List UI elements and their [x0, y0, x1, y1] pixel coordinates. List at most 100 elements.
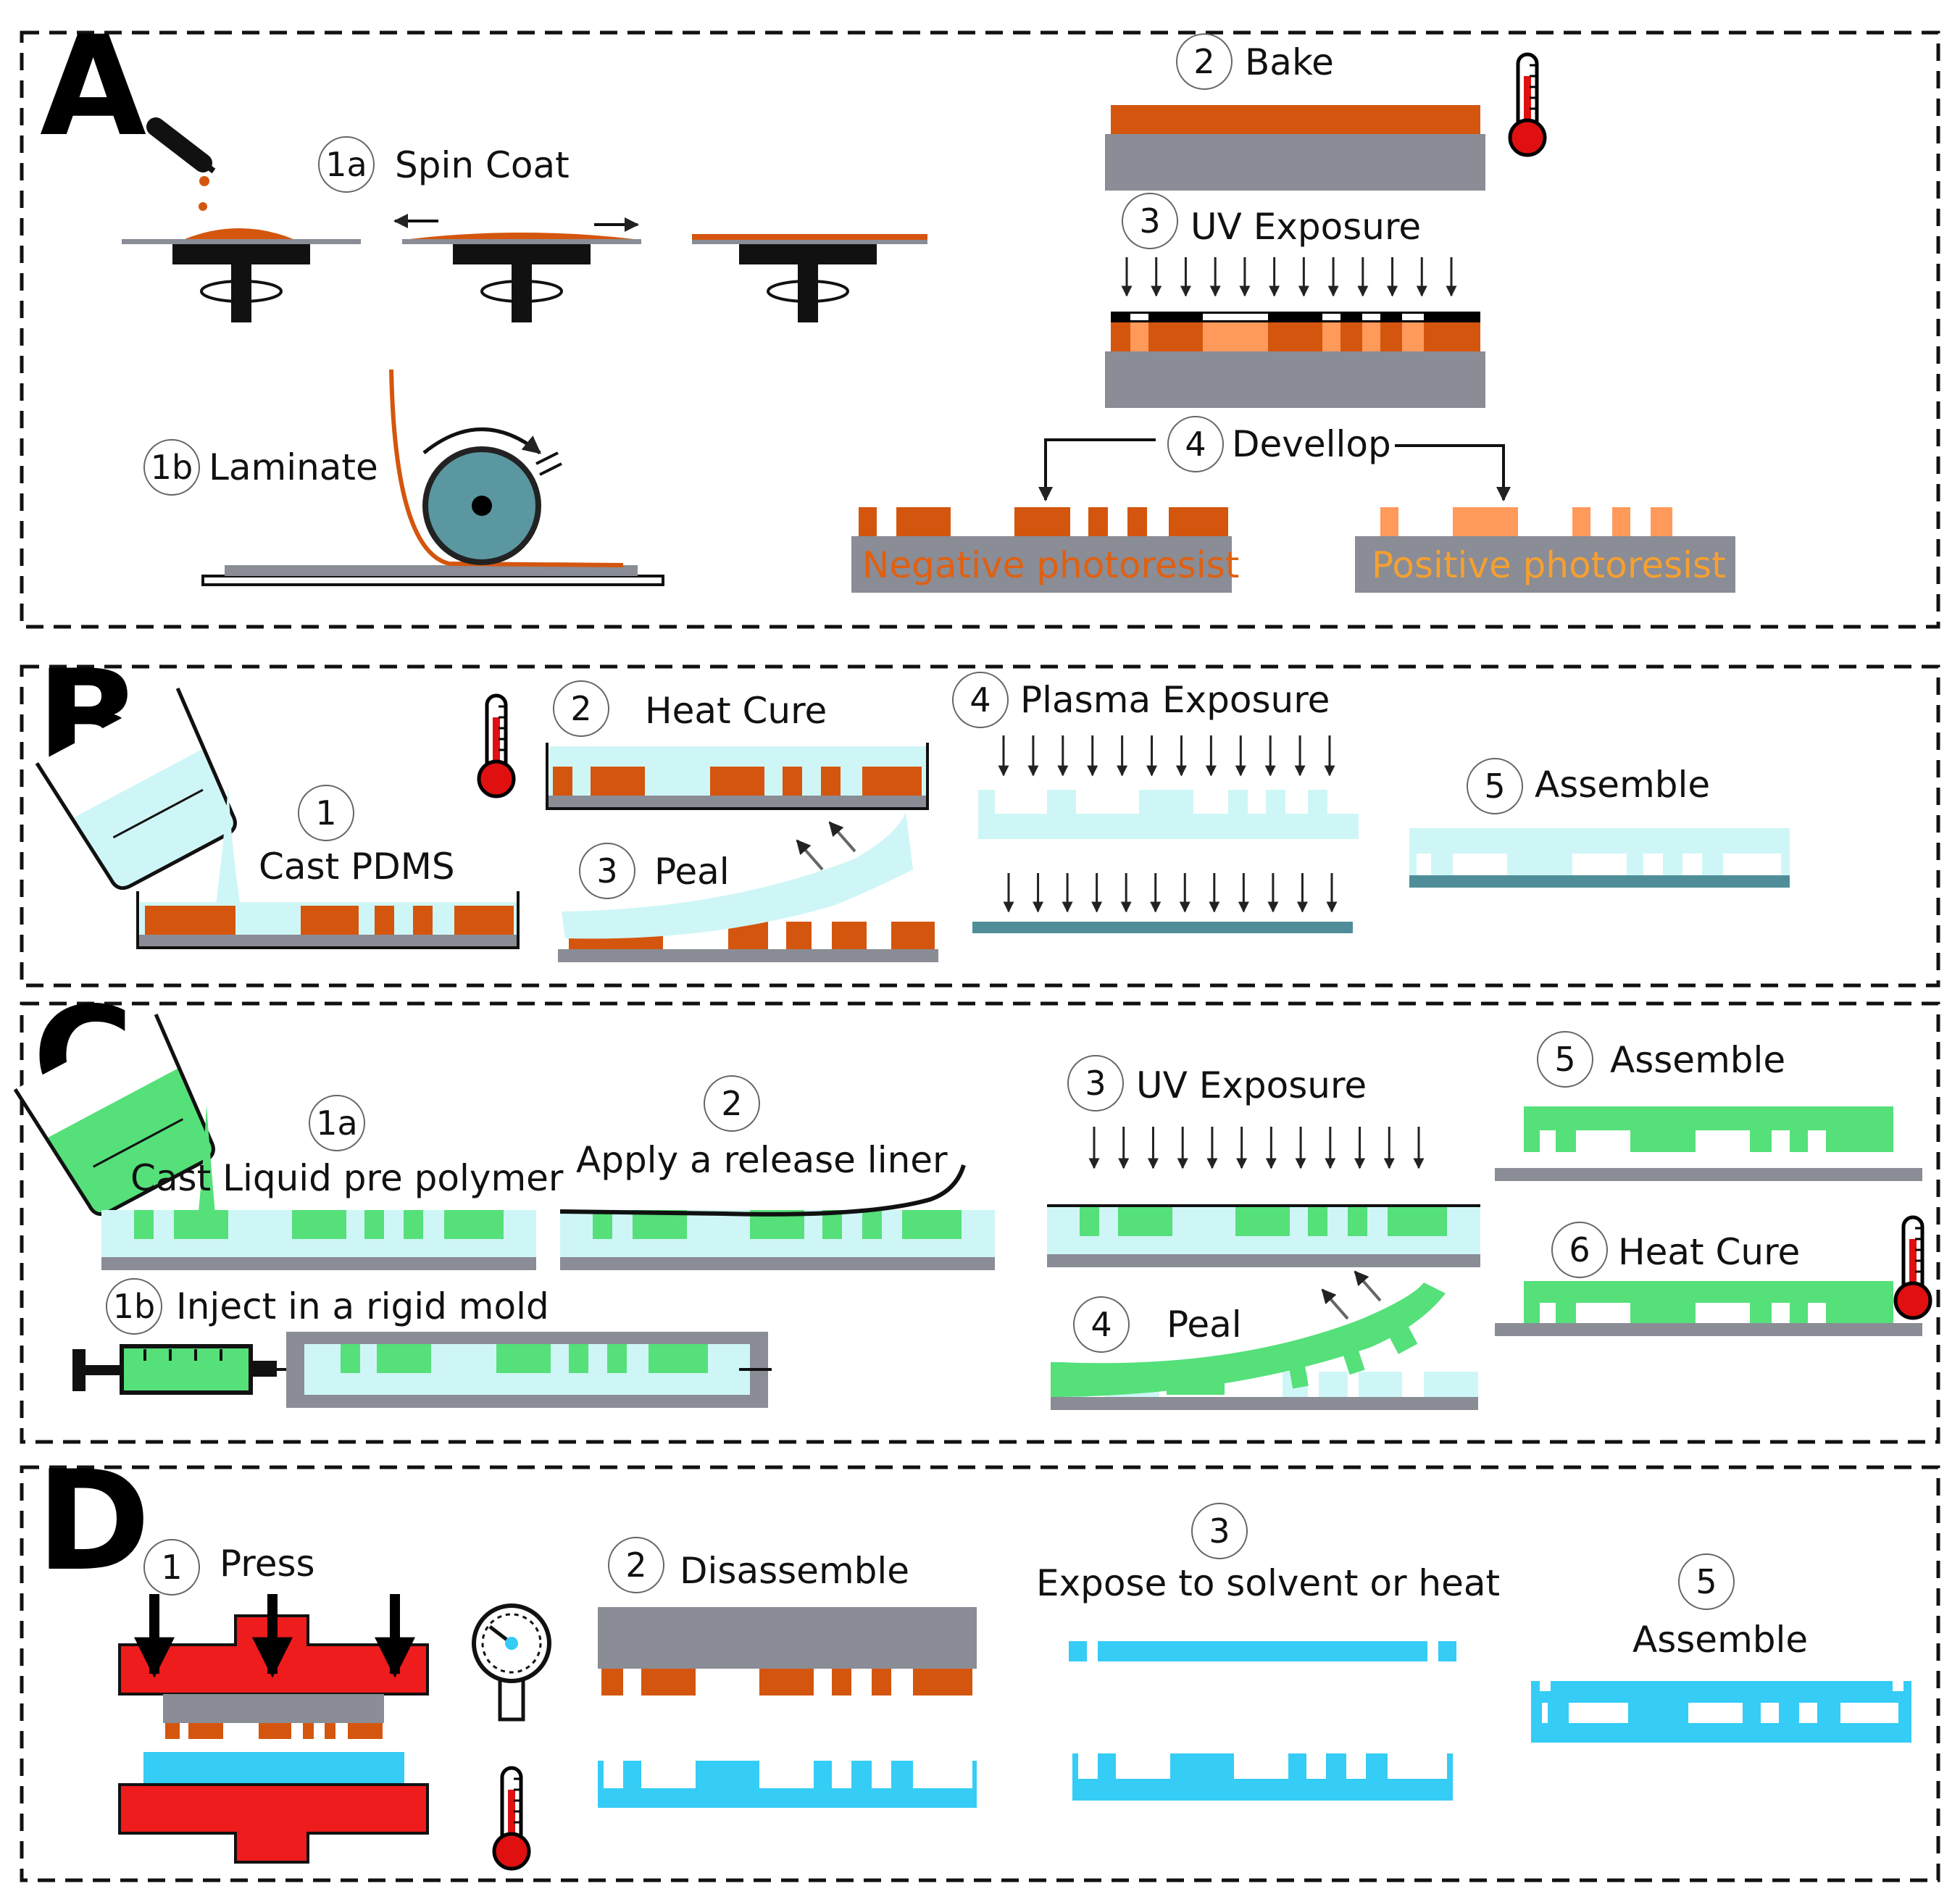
spin-coater-stage-3 [692, 234, 927, 324]
step-6-heat-cure: 6 Heat Cure [1551, 1222, 1800, 1278]
negative-photoresist-result: Negative photoresist [851, 507, 1239, 593]
step-number: 3 [596, 851, 617, 890]
step-4-plasma-exposure: 4 Plasma Exposure [952, 672, 1330, 728]
assembled-thermoplastic-device [1531, 1681, 1911, 1743]
panel-a: A 1a Spin Coat [20, 7, 1940, 629]
beaker-icon [35, 688, 237, 890]
rigid-mold [286, 1332, 772, 1408]
step-label: Assemble [1535, 764, 1710, 806]
thermometer-icon [479, 696, 514, 796]
plasma-pdms-piece [978, 790, 1359, 839]
thermometer-icon [1896, 1217, 1930, 1318]
positive-photoresist-result: Positive photoresist [1355, 507, 1735, 593]
hot-press-illustration [118, 1594, 429, 1864]
uv-arrows [1088, 1127, 1425, 1169]
negative-photoresist-label: Negative photoresist [862, 544, 1239, 586]
step-label: Devellop [1232, 423, 1391, 465]
exposed-lid [1069, 1641, 1456, 1661]
step-number: 3 [1139, 201, 1160, 241]
step-number: 1b [113, 1287, 155, 1326]
step-number: 4 [1090, 1305, 1112, 1344]
heat-cure-mold [546, 743, 929, 810]
assembled-green-device [1495, 1106, 1922, 1181]
step-number: 1b [151, 448, 193, 487]
panel-a-letter: A [40, 7, 146, 167]
plasma-arrows-top [998, 735, 1335, 777]
step-number: 1 [315, 793, 336, 833]
step-label: Cast Liquid pre polymer [130, 1157, 564, 1199]
step-1a-spin-coat: 1a Spin Coat [318, 136, 570, 193]
pressure-gauge-icon [472, 1603, 551, 1722]
panel-d-letter: D [36, 1441, 151, 1601]
step-number: 1 [161, 1548, 182, 1587]
step-label: Spin Coat [395, 144, 570, 186]
step-number: 1a [316, 1104, 357, 1143]
peal-cured-polymer [1051, 1270, 1478, 1410]
step-2-disassemble: 2 Disassemble [608, 1537, 909, 1593]
cast-pdms-mold [136, 891, 520, 949]
step-number: 2 [570, 689, 591, 728]
step-number: 2 [721, 1084, 742, 1123]
laminator-illustration [201, 369, 664, 586]
exposed-channel-layer [1072, 1753, 1453, 1801]
step-label: Bake [1245, 41, 1334, 83]
step-label: Expose to solvent or heat [1036, 1562, 1500, 1604]
step-2-bake: 2 Bake [1176, 33, 1334, 90]
embossed-thermoplastic [598, 1761, 977, 1808]
plasma-plate [972, 922, 1353, 933]
step-label: Plasma Exposure [1020, 679, 1330, 721]
assembled-pdms-device [1409, 828, 1790, 888]
step-label: Laminate [209, 446, 378, 488]
step-label: Peal [1167, 1304, 1242, 1346]
step-4-peal: 4 Peal [1073, 1296, 1242, 1353]
step-3-uv-exposure: 3 UV Exposure [1067, 1055, 1367, 1111]
cast-prepolymer-mold [101, 1210, 536, 1270]
step-number: 5 [1554, 1040, 1575, 1079]
step-number: 5 [1696, 1562, 1717, 1601]
step-number: 3 [1209, 1511, 1230, 1551]
step-number: 2 [625, 1546, 646, 1585]
step-label: UV Exposure [1190, 206, 1421, 248]
step-label: Heat Cure [1618, 1231, 1800, 1273]
step-1-press: 1 Press [143, 1539, 315, 1596]
step-1b-inject: 1b Inject in a rigid mold [106, 1278, 549, 1335]
panel-b: B 1 Cast PDMS 2 [20, 641, 1940, 988]
thermometer-icon [1510, 54, 1545, 155]
panel-d: D 1 Press [20, 1441, 1940, 1882]
panel-c: C 1a Cast Liquid pre polymer 1b [13, 977, 1940, 1444]
step-5-assemble: 5 Assemble [1537, 1031, 1785, 1088]
step-label: Assemble [1632, 1619, 1808, 1661]
step-number: 4 [969, 680, 991, 719]
step-label: Apply a release liner [576, 1139, 948, 1181]
step-label: Cast PDMS [259, 846, 455, 888]
disassembled-mold [598, 1607, 977, 1695]
release-liner-mold [559, 1164, 995, 1270]
step-3-peal: 3 Peal [579, 843, 730, 899]
step-label: Disassemble [680, 1550, 909, 1592]
step-5-assemble: 5 Assemble [1467, 758, 1710, 814]
positive-photoresist-label: Positive photoresist [1372, 544, 1726, 586]
step-1a-cast-prepolymer: 1a Cast Liquid pre polymer [130, 1095, 564, 1199]
step-1b-laminate: 1b Laminate [143, 439, 378, 496]
beaker-icon [13, 1014, 215, 1217]
heat-cured-green-device [1495, 1281, 1922, 1336]
uv-arrows [1121, 257, 1457, 297]
step-label: Heat Cure [645, 690, 827, 732]
plasma-arrows-bottom [1003, 873, 1338, 913]
bake-wafer [1105, 105, 1485, 191]
peal-pdms [558, 812, 938, 962]
step-number: 4 [1185, 425, 1206, 464]
thermometer-icon [494, 1768, 529, 1869]
step-label: Press [220, 1543, 315, 1585]
uv-mask-wafer [1105, 312, 1485, 408]
step-1-cast-pdms: 1 Cast PDMS [259, 785, 455, 888]
step-number: 2 [1193, 42, 1214, 81]
step-number: 5 [1484, 767, 1505, 806]
step-3-expose: 3 Expose to solvent or heat [1036, 1503, 1500, 1604]
step-label: Assemble [1610, 1039, 1785, 1081]
step-2-release-liner: 2 Apply a release liner [576, 1075, 948, 1181]
spin-coater-stage-2 [393, 214, 641, 324]
spin-coater-stage-1 [122, 228, 361, 324]
step-5-assemble: 5 Assemble [1632, 1553, 1808, 1661]
